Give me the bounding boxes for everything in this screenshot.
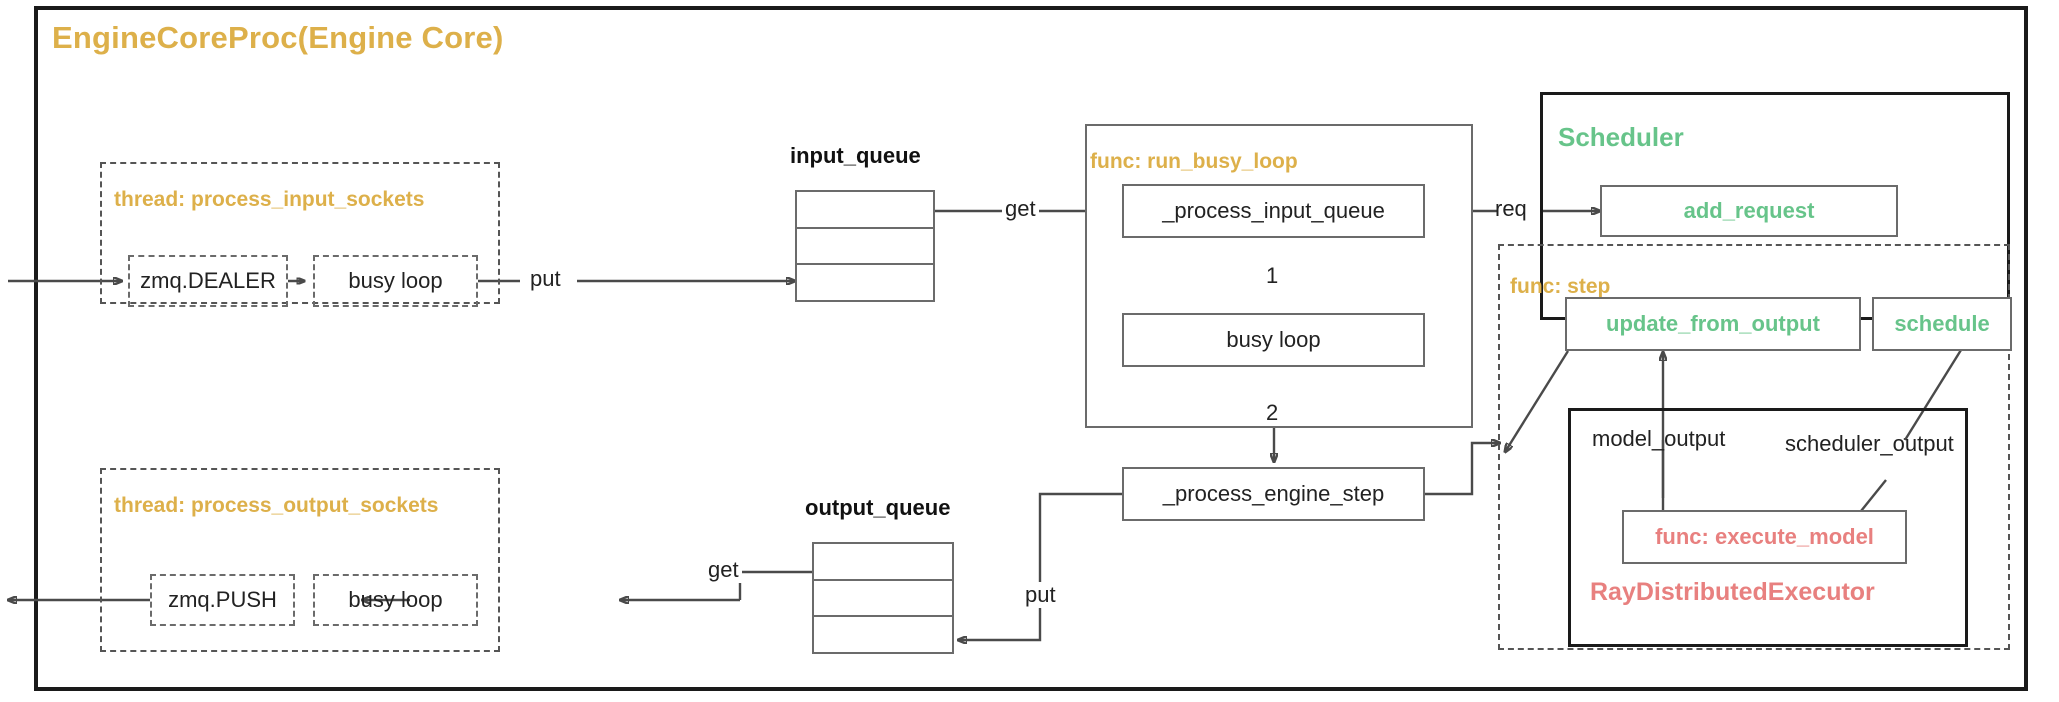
add-request-node[interactable]: add_request: [1600, 185, 1898, 237]
output-busy-loop-node[interactable]: busy loop: [313, 574, 478, 626]
execute-model-label: func: execute_model: [1655, 524, 1874, 549]
update-from-output-node[interactable]: update_from_output: [1565, 297, 1861, 351]
update-from-output-label: update_from_output: [1606, 311, 1820, 336]
schedule-label: schedule: [1894, 311, 1990, 336]
zmq-push-node[interactable]: zmq.PUSH: [150, 574, 295, 626]
thread-input-sockets-group: [100, 162, 500, 304]
output-queue-cell: [814, 581, 952, 618]
thread-input-sockets-label: thread: process_input_sockets: [114, 188, 425, 211]
process-input-queue-label: _process_input_queue: [1162, 198, 1385, 223]
edge-label-get-output: get: [705, 557, 742, 583]
edge-label-put-output: put: [1022, 582, 1059, 608]
input-queue-cell: [797, 192, 933, 229]
input-queue-cell: [797, 265, 933, 300]
zmq-push-label: zmq.PUSH: [168, 587, 277, 612]
engine-busy-loop-label: busy loop: [1226, 327, 1321, 352]
edge-label-put-input: put: [527, 266, 564, 292]
zmq-dealer-node[interactable]: zmq.DEALER: [128, 255, 288, 307]
ray-executor-title: RayDistributedExecutor: [1590, 578, 1875, 606]
output-queue-cell: [814, 617, 952, 652]
func-step-label: func: step: [1510, 275, 1611, 298]
schedule-node[interactable]: schedule: [1872, 297, 2012, 351]
engine-busy-loop-node[interactable]: busy loop: [1122, 313, 1425, 367]
input-queue-cell: [797, 229, 933, 266]
output-queue-cell: [814, 544, 952, 581]
step-marker-1: 1: [1263, 263, 1282, 289]
ray-executor-group: [1568, 408, 1968, 647]
process-engine-step-node[interactable]: _process_engine_step: [1122, 467, 1425, 521]
scheduler-title: Scheduler: [1558, 122, 1684, 152]
edge-label-req: req: [1495, 196, 1527, 221]
run-busy-loop-label: func: run_busy_loop: [1090, 150, 1298, 173]
input-queue-stack: [795, 190, 935, 302]
input-queue-title: input_queue: [790, 143, 921, 168]
add-request-label: add_request: [1683, 198, 1815, 223]
func-step-group: [1498, 244, 2010, 650]
output-queue-stack: [812, 542, 954, 654]
scheduler-output-port: scheduler_output: [1785, 431, 1954, 456]
output-queue-title: output_queue: [805, 495, 951, 520]
edge-label-get-input: get: [1002, 196, 1039, 222]
process-engine-step-label: _process_engine_step: [1162, 481, 1385, 506]
page-title: EngineCoreProc(Engine Core): [52, 20, 504, 55]
execute-model-node[interactable]: func: execute_model: [1622, 510, 1907, 564]
process-input-queue-node[interactable]: _process_input_queue: [1122, 184, 1425, 238]
thread-output-sockets-group: [100, 468, 500, 652]
input-busy-loop-label: busy loop: [348, 268, 443, 293]
zmq-dealer-label: zmq.DEALER: [140, 268, 276, 293]
output-busy-loop-label: busy loop: [348, 587, 443, 612]
input-busy-loop-node[interactable]: busy loop: [313, 255, 478, 307]
model-output-port: model_output: [1592, 426, 1726, 451]
step-marker-2: 2: [1263, 400, 1282, 426]
thread-output-sockets-label: thread: process_output_sockets: [114, 494, 439, 517]
